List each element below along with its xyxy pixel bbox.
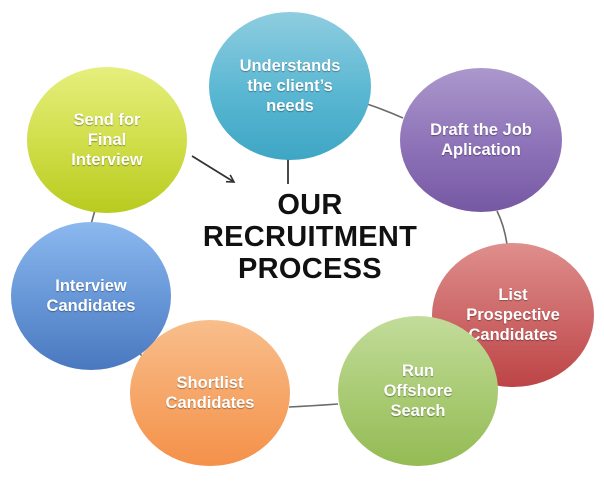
- connector-line: [496, 210, 508, 245]
- step-label: Understands the client’s needs: [239, 57, 341, 115]
- step-label: Run Offshore Search: [383, 362, 453, 420]
- title-line-1: OUR: [277, 189, 343, 221]
- step-node-list-prospective-candidates[interactable]: List Prospective Candidates: [432, 243, 594, 387]
- step-label: Shortlist Candidates: [165, 374, 255, 412]
- title-line-2: RECRUITMENT: [202, 221, 418, 253]
- step-node-understand-client-needs[interactable]: Understands the client’s needs: [209, 12, 371, 160]
- arrow-to-center: [191, 155, 236, 183]
- step-label: Interview Candidates: [46, 277, 136, 315]
- step-node-interview-candidates[interactable]: Interview Candidates: [11, 222, 171, 370]
- connector-line: [288, 403, 339, 408]
- step-label: Draft the Job Aplication: [430, 121, 532, 159]
- step-label: Send for Final Interview: [71, 111, 143, 169]
- step-node-shortlist-candidates[interactable]: Shortlist Candidates: [130, 320, 290, 466]
- connector-line: [366, 103, 404, 119]
- step-node-send-for-final-interview[interactable]: Send for Final Interview: [27, 67, 187, 213]
- diagram-title: OUR RECRUITMENT PROCESS: [190, 189, 430, 285]
- step-node-run-offshore-search[interactable]: Run Offshore Search: [338, 316, 498, 466]
- step-node-draft-job-application[interactable]: Draft the Job Aplication: [400, 68, 562, 212]
- step-label: List Prospective Candidates: [466, 286, 560, 344]
- title-line-3: PROCESS: [238, 253, 382, 285]
